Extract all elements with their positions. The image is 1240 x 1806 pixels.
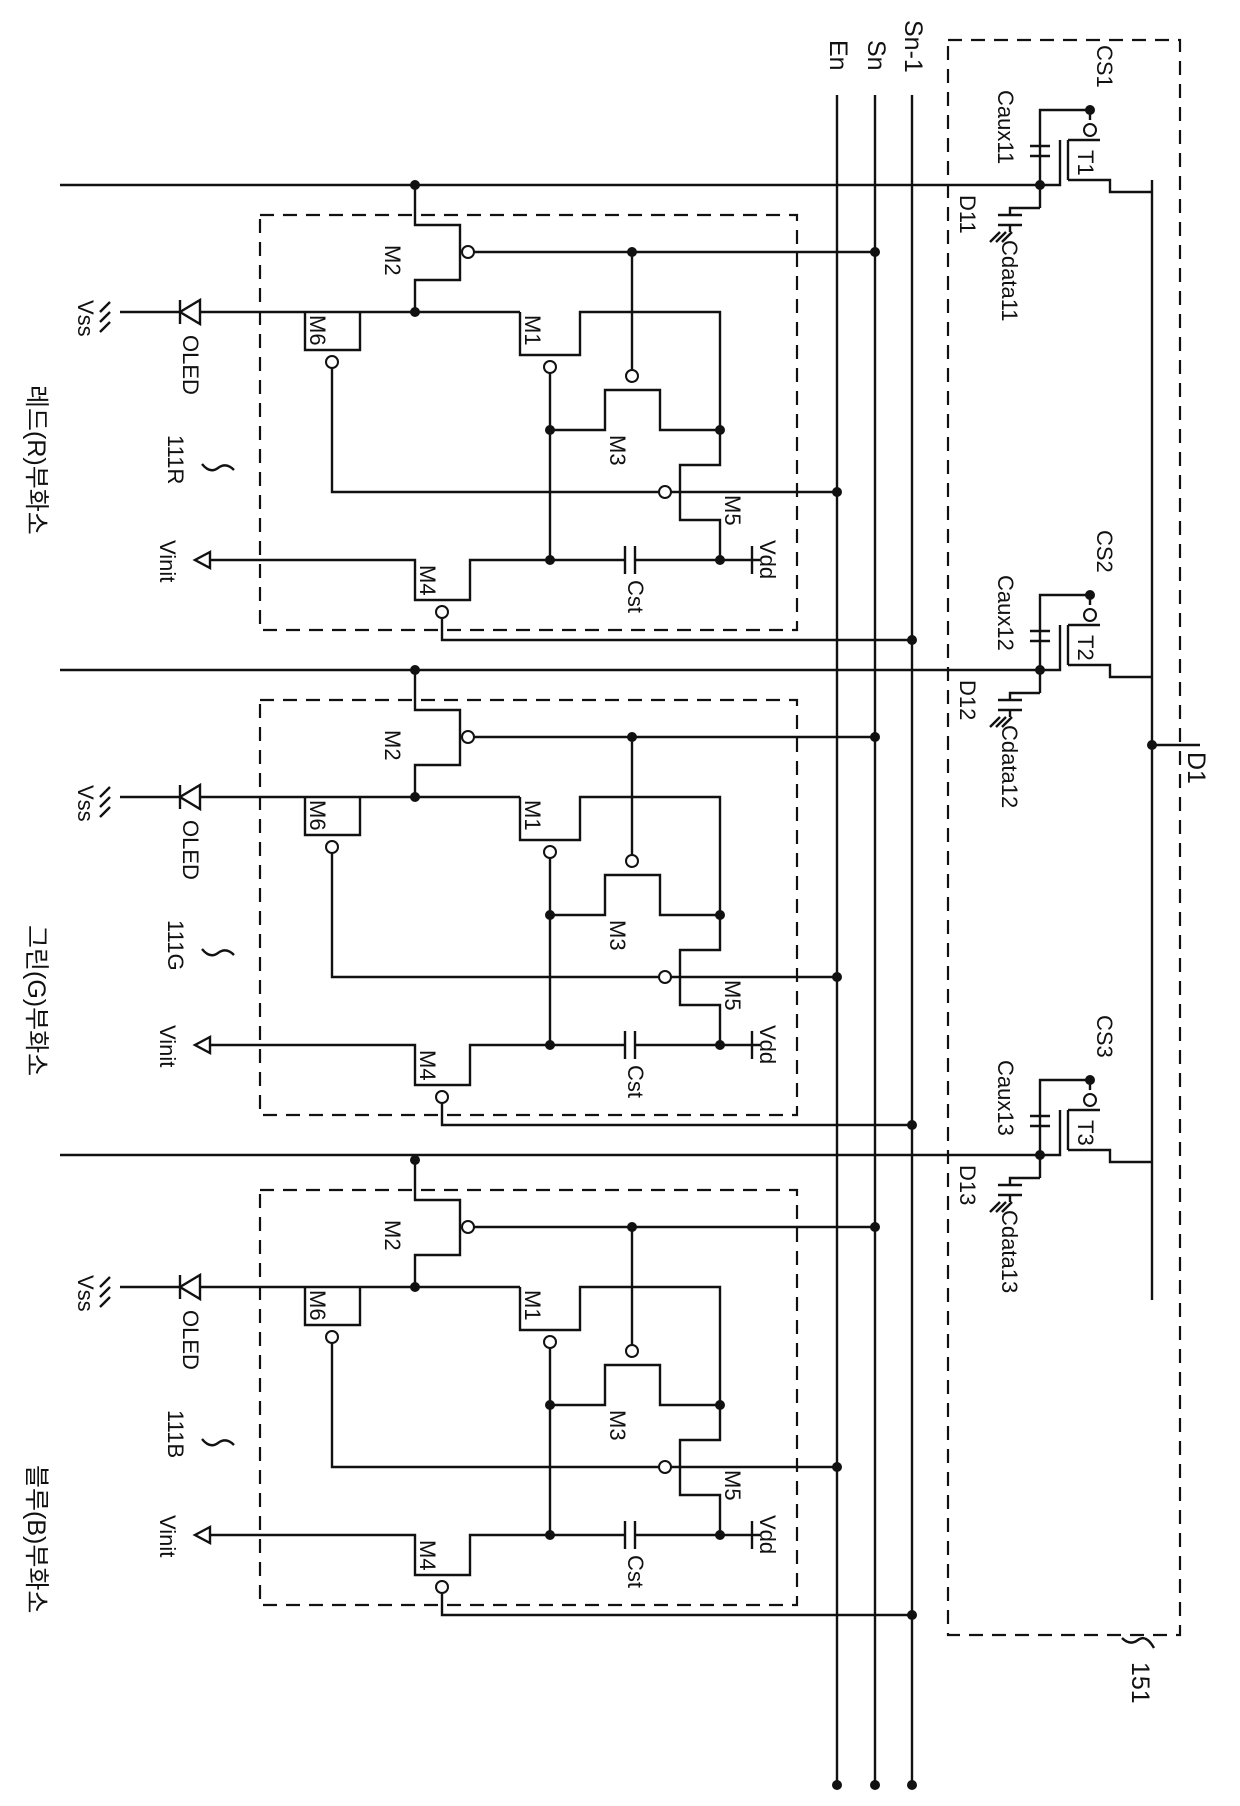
label-caux: Caux13 bbox=[993, 1060, 1018, 1136]
label-m6: M6 bbox=[305, 315, 330, 346]
label-vdd: Vdd bbox=[755, 1515, 780, 1554]
label-m1: M1 bbox=[520, 315, 545, 346]
label-vinit: Vinit bbox=[155, 1025, 180, 1067]
bus-lines bbox=[832, 95, 917, 1790]
label-t: T3 bbox=[1073, 1120, 1098, 1146]
label-m6: M6 bbox=[305, 1290, 330, 1321]
label-m3: M3 bbox=[605, 435, 630, 466]
label-m2: M2 bbox=[380, 1220, 405, 1251]
label-vdd: Vdd bbox=[755, 540, 780, 579]
label-en: En bbox=[824, 40, 852, 71]
label-cdata: Cdata11 bbox=[997, 240, 1022, 322]
label-151: 151 bbox=[1126, 1662, 1154, 1704]
caption-red-subpixel: 레드(R)부화소 bbox=[22, 385, 50, 535]
label-caux: Caux12 bbox=[993, 575, 1018, 651]
bus-labels: Sn-1 Sn En bbox=[824, 20, 927, 73]
label-oled: OLED bbox=[178, 335, 203, 395]
label-m2: M2 bbox=[380, 245, 405, 276]
subpixel-blue: M2M6 M1M3M5M4 Cst Vdd Vinit VssOLED 111B bbox=[73, 1155, 917, 1620]
subpixel-red: M2M6 M1M3M5M4 Cst Vdd Vinit VssOLED 111R bbox=[73, 180, 917, 645]
label-cst: Cst bbox=[623, 1065, 648, 1098]
label-vinit: Vinit bbox=[155, 1515, 180, 1557]
label-vdd: Vdd bbox=[755, 1025, 780, 1064]
label-sn: Sn bbox=[862, 40, 890, 71]
label-subpixel-ref: 111G bbox=[163, 920, 188, 971]
label-dline: D11 bbox=[955, 195, 980, 234]
label-subpixel-ref: 111B bbox=[163, 1410, 188, 1458]
subpixel-boundary bbox=[260, 215, 797, 630]
ref-leader bbox=[202, 464, 234, 470]
label-m1: M1 bbox=[520, 800, 545, 831]
transfer-block-boundary bbox=[948, 40, 1180, 1635]
label-m5: M5 bbox=[720, 980, 745, 1011]
label-vss: Vss bbox=[73, 300, 98, 337]
label-m4: M4 bbox=[415, 1050, 440, 1081]
label-t: T2 bbox=[1073, 635, 1098, 661]
label-vinit: Vinit bbox=[155, 540, 180, 582]
transfer-stage-2: CS2Caux12T2D12Cdata12 bbox=[60, 530, 1152, 808]
ref-leader bbox=[202, 1439, 234, 1445]
label-cdata: Cdata12 bbox=[997, 725, 1022, 808]
label-vss: Vss bbox=[73, 785, 98, 822]
label-m3: M3 bbox=[605, 920, 630, 951]
caption-blue-subpixel: 블루(B)부화소 bbox=[22, 1465, 50, 1613]
label-t: T1 bbox=[1073, 150, 1098, 176]
caption-green-subpixel: 그린(G)부화소 bbox=[22, 925, 50, 1076]
label-cs: CS3 bbox=[1092, 1015, 1117, 1058]
transfer-block: D1 151 bbox=[948, 40, 1210, 1704]
subpixel-boundary bbox=[260, 1190, 797, 1605]
label-m5: M5 bbox=[720, 1470, 745, 1501]
label-dline: D12 bbox=[955, 680, 980, 720]
label-cs: CS2 bbox=[1092, 530, 1117, 573]
label-m4: M4 bbox=[415, 1540, 440, 1571]
label-d1: D1 bbox=[1182, 752, 1210, 784]
label-vss: Vss bbox=[73, 1275, 98, 1312]
label-oled: OLED bbox=[178, 1310, 203, 1370]
subpixel-boundary bbox=[260, 700, 797, 1115]
label-dline: D13 bbox=[955, 1165, 980, 1205]
label-m1: M1 bbox=[520, 1290, 545, 1321]
subpixel-green: M2M6 M1M3M5M4 Cst Vdd Vinit VssOLED 111G bbox=[73, 665, 917, 1130]
transfer-stage-3: CS3Caux13T3D13Cdata13 bbox=[60, 1015, 1152, 1293]
label-cs: CS1 bbox=[1092, 45, 1117, 88]
label-cst: Cst bbox=[623, 1555, 648, 1588]
label-cst: Cst bbox=[623, 580, 648, 613]
label-m3: M3 bbox=[605, 1410, 630, 1441]
transfer-stage-1: CS1Caux11T1D11Cdata11 bbox=[60, 45, 1152, 322]
label-m2: M2 bbox=[380, 730, 405, 761]
label-cdata: Cdata13 bbox=[997, 1210, 1022, 1293]
ref-leader bbox=[202, 949, 234, 955]
label-m4: M4 bbox=[415, 565, 440, 596]
label-oled: OLED bbox=[178, 820, 203, 880]
label-m6: M6 bbox=[305, 800, 330, 831]
label-m5: M5 bbox=[720, 495, 745, 526]
label-subpixel-ref: 111R bbox=[163, 435, 188, 484]
label-caux: Caux11 bbox=[993, 90, 1018, 164]
label-sn-1: Sn-1 bbox=[899, 20, 927, 73]
